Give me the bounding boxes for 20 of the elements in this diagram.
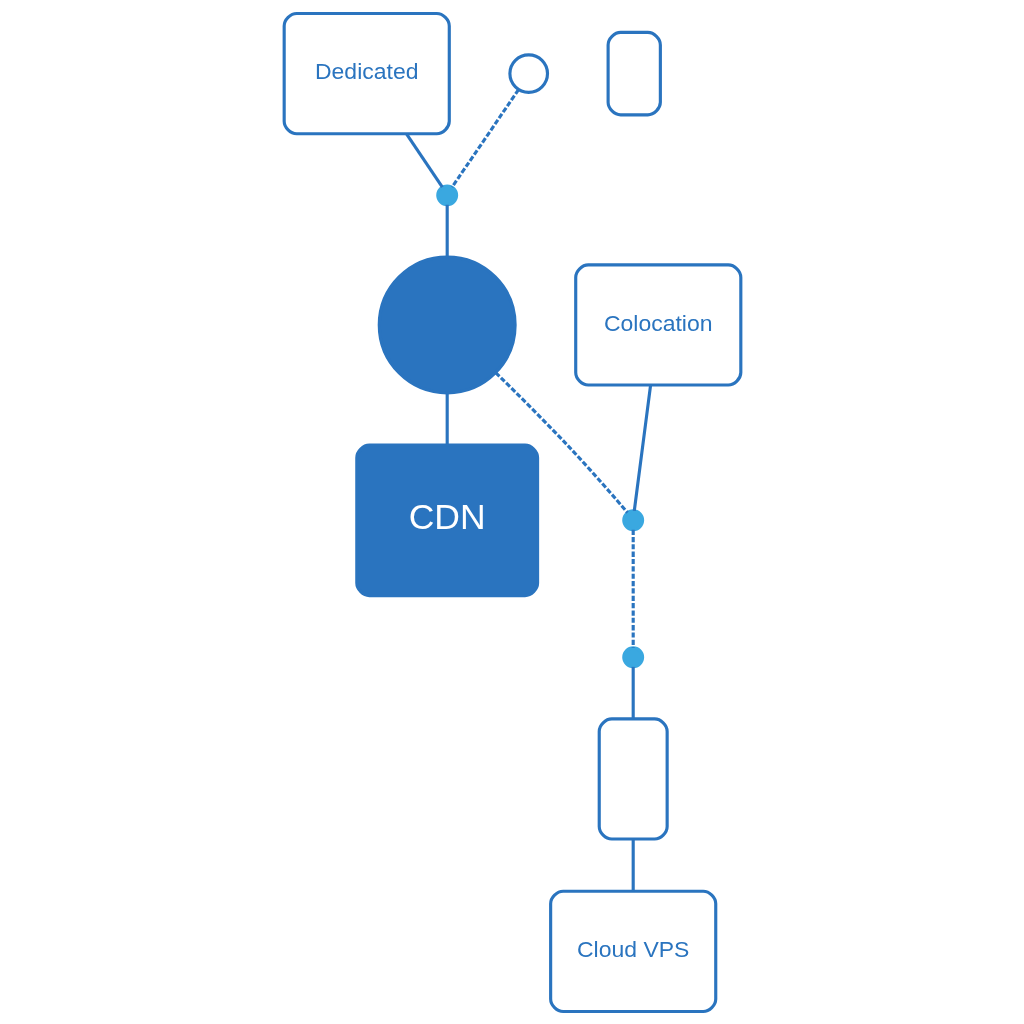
connector	[450, 88, 520, 188]
node-circle	[507, 52, 549, 94]
connector	[445, 392, 449, 445]
connector	[404, 132, 444, 188]
node-box: CDN	[354, 443, 539, 597]
node-box: Dedicated	[282, 11, 451, 135]
node-box: Colocation	[573, 262, 742, 387]
connector	[632, 384, 652, 511]
connector	[631, 666, 635, 719]
connector	[494, 371, 629, 514]
node-box: Cloud VPS	[548, 889, 717, 1013]
connector	[445, 204, 449, 257]
node-circle	[435, 183, 458, 206]
node-circle	[621, 645, 644, 668]
node-box	[606, 30, 662, 116]
node-box	[597, 716, 669, 841]
connector	[631, 529, 635, 648]
node-circle	[377, 254, 517, 394]
node-circle	[621, 508, 644, 531]
connector	[631, 838, 635, 891]
